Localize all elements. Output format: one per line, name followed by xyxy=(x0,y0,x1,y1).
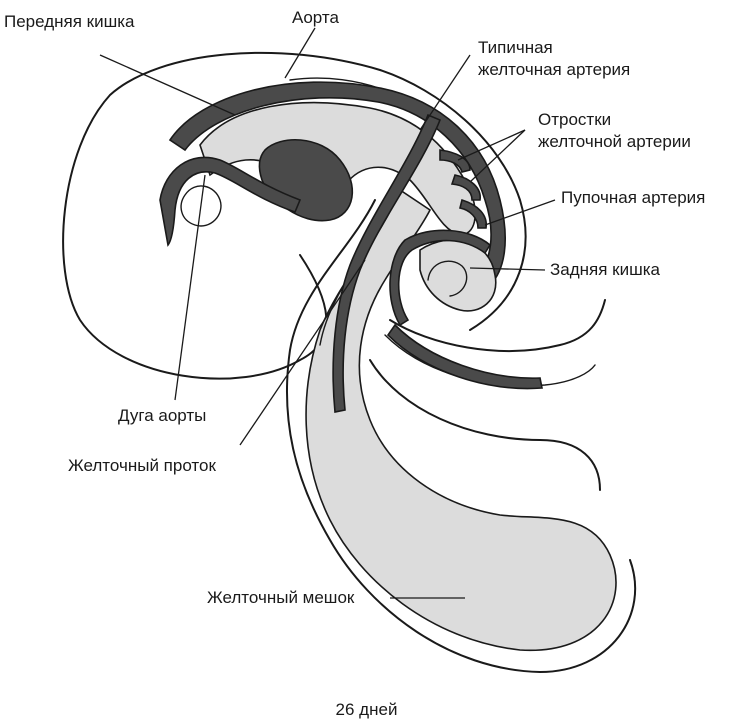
leader-foregut xyxy=(100,55,235,115)
figure-caption: 26 дней xyxy=(0,700,733,720)
label-aortic-arch: Дуга аорты xyxy=(118,406,206,426)
label-vitelline-duct: Желточный проток xyxy=(68,456,216,476)
label-yolk-sac: Желточный мешок xyxy=(207,588,354,608)
umbilical-vessel xyxy=(388,325,542,389)
label-hindgut: Задняя кишка xyxy=(550,260,660,280)
label-typical-vitelline-artery-1: Типичная xyxy=(478,38,553,58)
label-typical-vitelline-artery-2: желточная артерия xyxy=(478,60,630,80)
label-vitelline-branches-2: желточной артерии xyxy=(538,132,691,152)
label-vitelline-branches-1: Отростки xyxy=(538,110,611,130)
label-aorta: Аорта xyxy=(292,8,339,28)
leader-aortic-arch xyxy=(175,175,205,400)
label-umbilical-artery: Пупочная артерия xyxy=(561,188,705,208)
label-foregut: Передняя кишка xyxy=(4,12,135,32)
